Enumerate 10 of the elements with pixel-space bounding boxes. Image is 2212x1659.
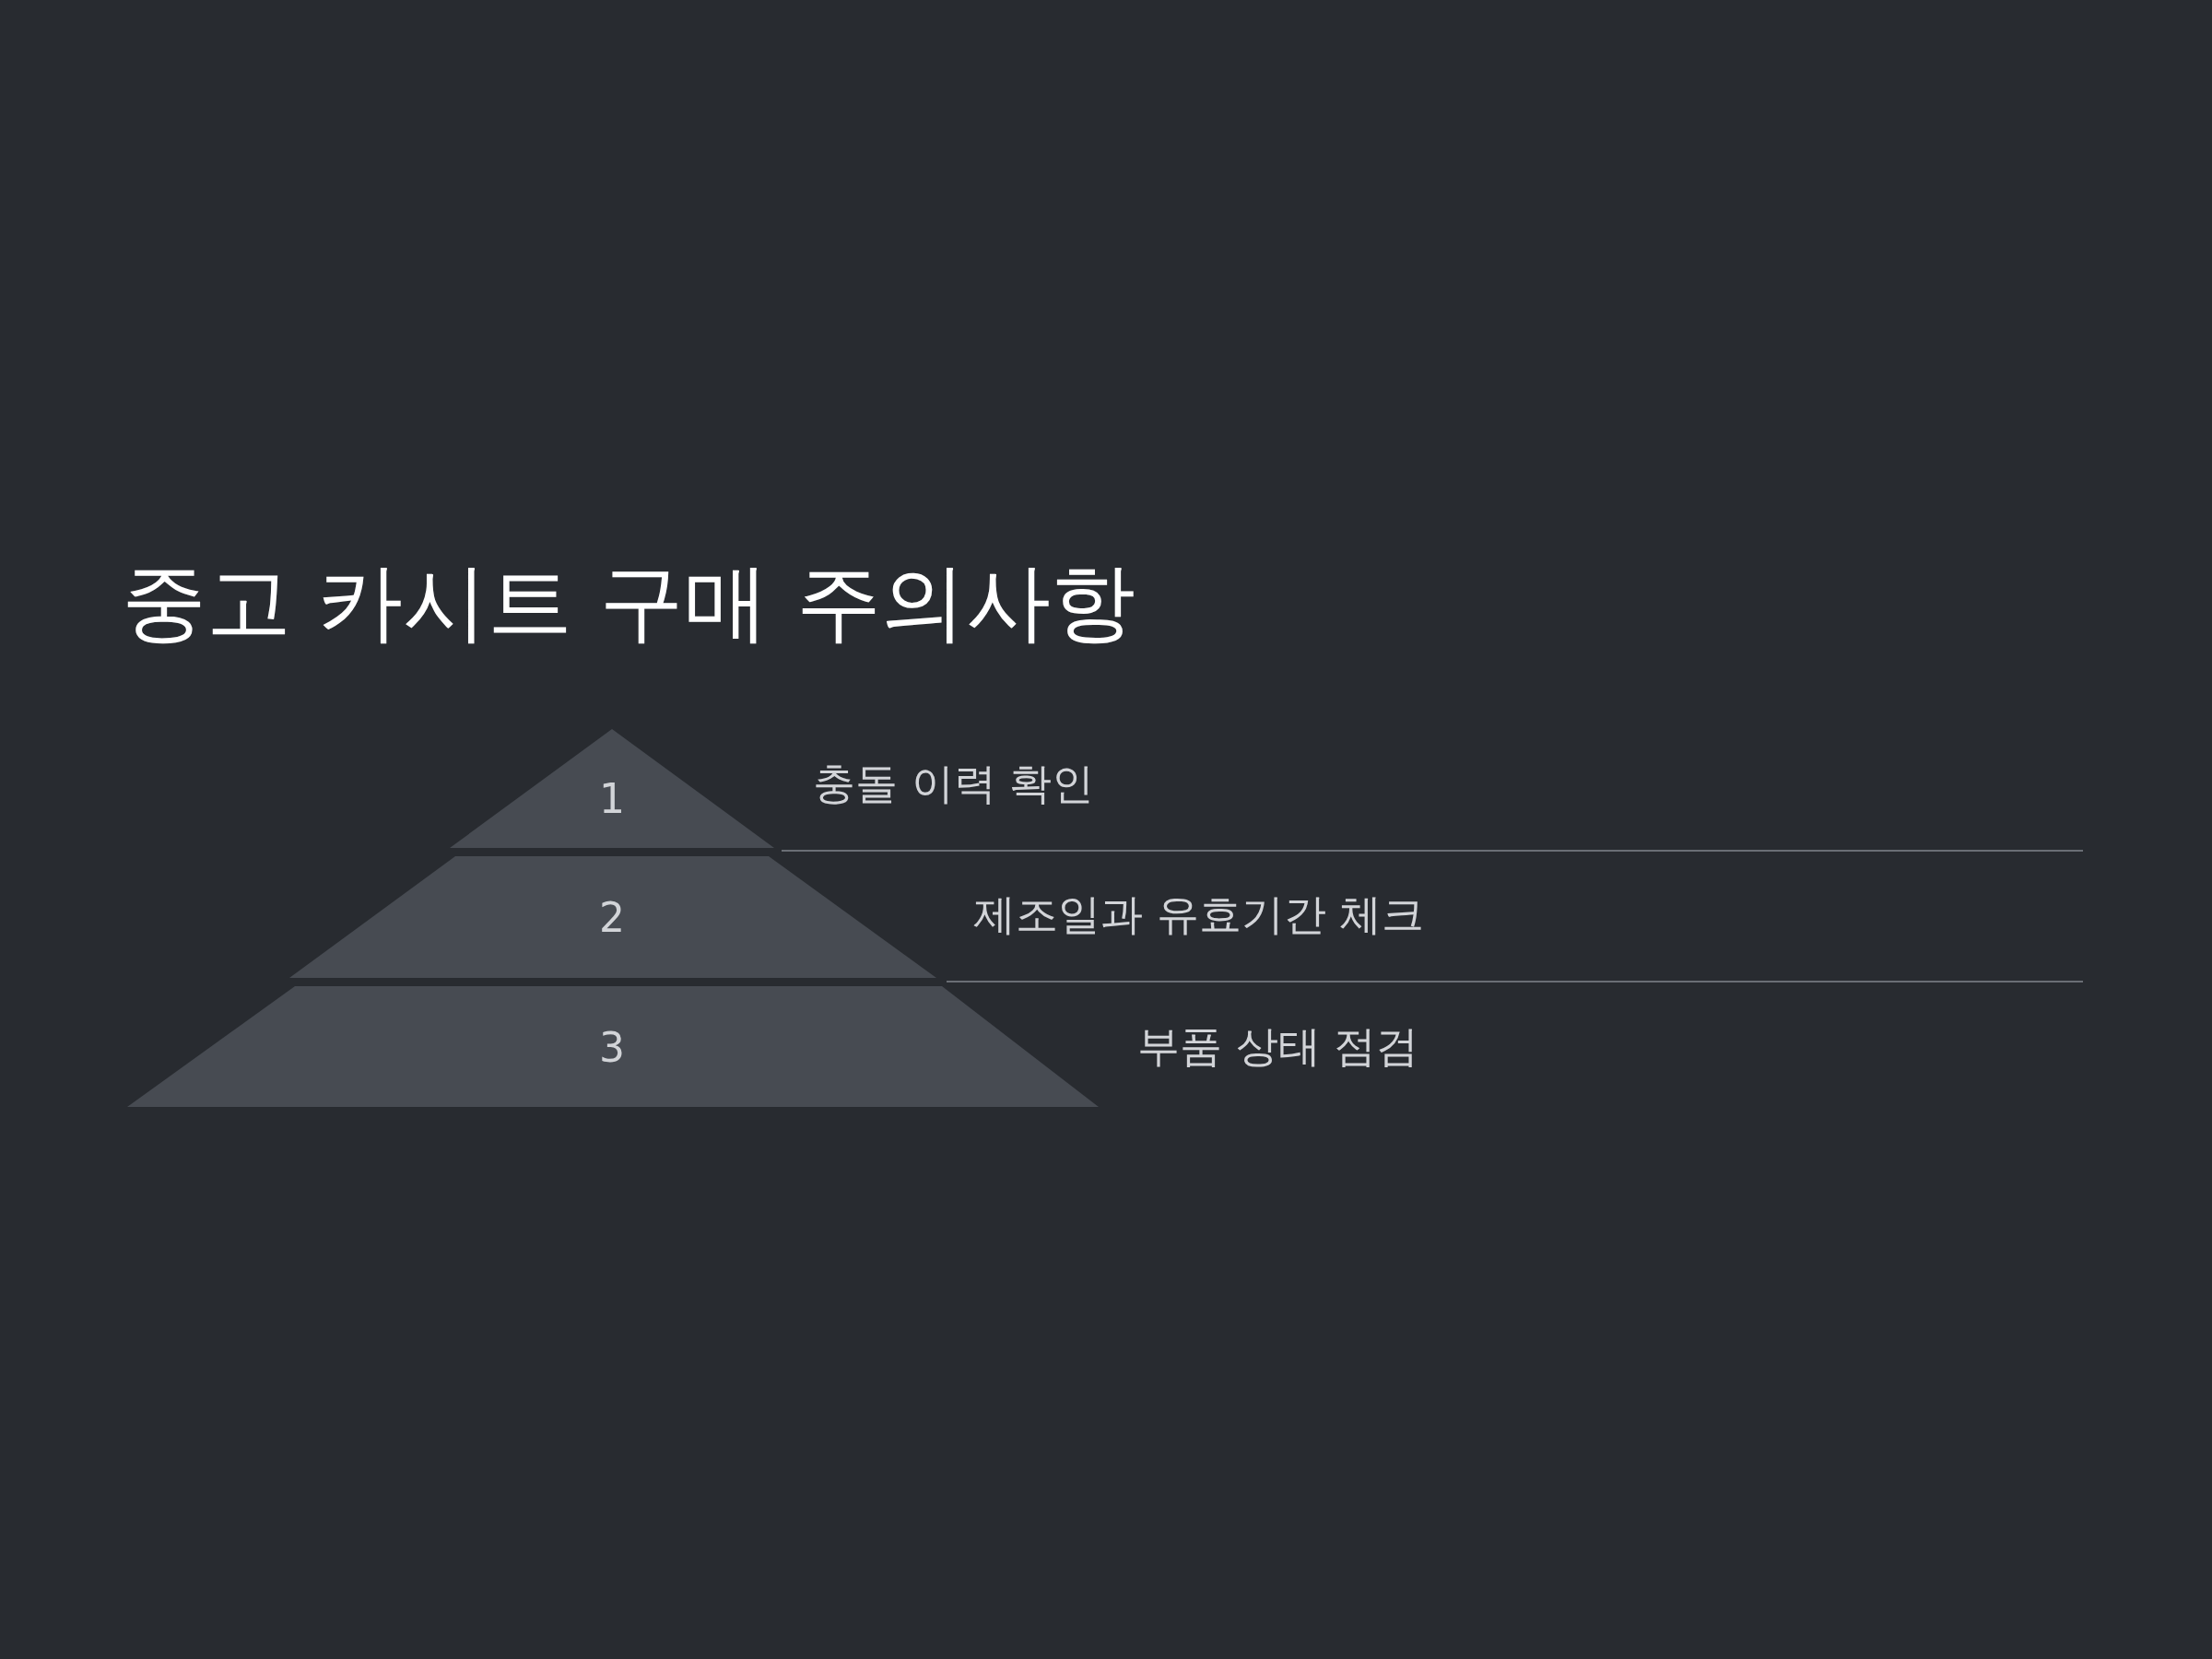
pyramid-layer [450,729,774,848]
layer-label: 충돌 이력 확인 [813,758,1095,810]
pyramid-layer [127,986,1099,1107]
pyramid-layer [289,856,936,978]
layer-number: 3 [599,1023,625,1070]
layer-label: 부품 상태 점검 [1137,1020,1419,1073]
layer-label: 제조일과 유효기간 체크 [973,888,1425,941]
title: 중고 카시트 구매 주의사항 [122,552,1135,653]
layer-number: 1 [599,774,625,822]
layer-number: 2 [599,893,625,941]
